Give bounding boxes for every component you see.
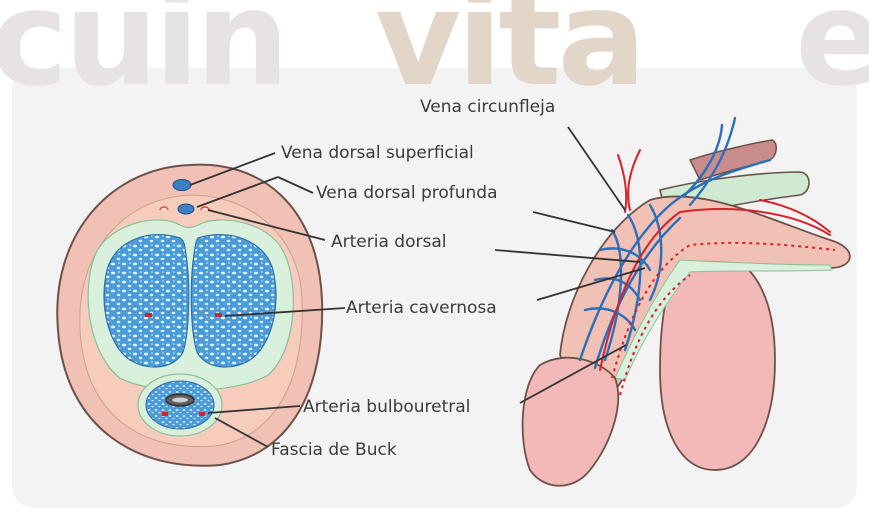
dorsal-artery-left: [160, 207, 168, 210]
svg-text:e: e: [795, 0, 869, 116]
urethra-lumen: [172, 398, 188, 403]
superficial-dorsal-vein: [173, 180, 191, 191]
label-vena-dorsal-superficial: Vena dorsal superficial: [281, 143, 474, 163]
deep-dorsal-vein: [178, 204, 194, 214]
label-vena-dorsal-profunda: Vena dorsal profunda: [316, 183, 498, 203]
label-arteria-bulbouretral: Arteria bulbouretral: [303, 397, 470, 417]
label-vena-circunfleja: Vena circunfleja: [420, 97, 555, 117]
svg-text:cuin: cuin: [0, 0, 285, 116]
corpus-cavernosum-left: [104, 235, 189, 367]
label-fascia-de-buck: Fascia de Buck: [271, 440, 397, 460]
label-arteria-cavernosa: Arteria cavernosa: [346, 298, 497, 318]
bulbourethral-artery-right: [199, 412, 205, 416]
bulbourethral-artery-left: [162, 412, 168, 416]
cavernosal-artery-left: [145, 313, 152, 317]
label-arteria-dorsal: Arteria dorsal: [331, 232, 446, 252]
cross-section-diagram: [57, 165, 322, 466]
dorsal-artery-right: [201, 207, 209, 210]
cavernosal-artery-right: [215, 313, 222, 317]
corpus-cavernosum-right: [191, 235, 276, 367]
